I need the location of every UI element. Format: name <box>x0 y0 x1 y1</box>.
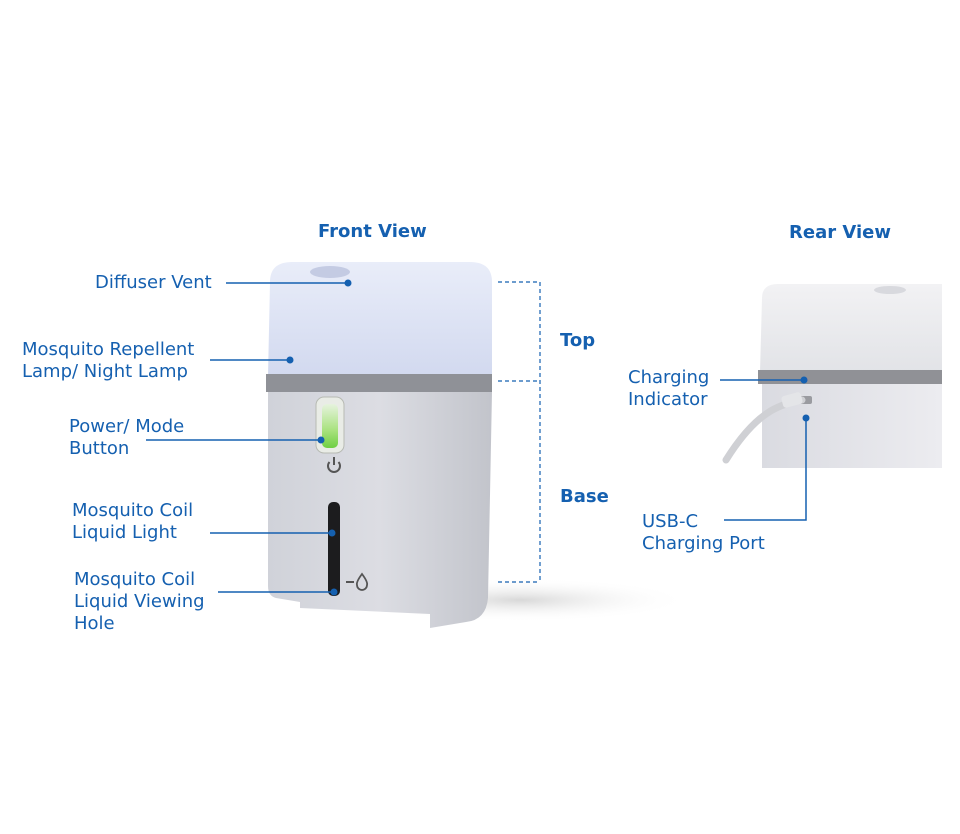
grey-band <box>266 374 492 392</box>
label-viewing-line2: Liquid Viewing <box>74 591 205 612</box>
droplet-icon <box>355 572 369 591</box>
label-power-line2: Button <box>69 438 130 459</box>
label-charging-line2: Indicator <box>628 389 708 410</box>
usb-plug <box>781 392 803 408</box>
label-viewing-line3: Hole <box>74 613 115 634</box>
lamp-top <box>268 262 492 376</box>
rear-callouts <box>720 376 810 521</box>
label-diffuser-vent: Diffuser Vent <box>95 272 212 293</box>
label-coil-light-line2: Liquid Light <box>72 522 177 543</box>
section-brackets <box>498 281 541 583</box>
label-coil-light-line1: Mosquito Coil <box>72 500 194 521</box>
diffuser-vent <box>310 266 350 278</box>
label-viewing-line1: Mosquito Coil <box>74 569 196 590</box>
power-icon <box>327 457 341 473</box>
front-view-title: Front View <box>318 221 427 242</box>
liquid-viewing-window <box>328 502 340 596</box>
label-lamp-line1: Mosquito Repellent <box>22 339 195 360</box>
section-top-label: Top <box>560 330 596 351</box>
rear-vent <box>874 286 906 294</box>
label-power-line1: Power/ Mode <box>69 416 185 437</box>
rear-top <box>760 284 942 372</box>
front-device <box>266 262 690 628</box>
rear-device <box>722 284 942 468</box>
front-callouts <box>146 279 352 596</box>
label-charging-line1: Charging <box>628 367 710 388</box>
label-usb-line1: USB-C <box>642 511 699 532</box>
rear-band <box>758 370 942 384</box>
label-usb-line2: Charging Port <box>642 533 765 554</box>
section-base-label: Base <box>560 486 609 507</box>
power-green-light <box>322 404 338 448</box>
label-lamp-line2: Lamp/ Night Lamp <box>22 361 188 382</box>
rear-view-title: Rear View <box>789 222 891 243</box>
